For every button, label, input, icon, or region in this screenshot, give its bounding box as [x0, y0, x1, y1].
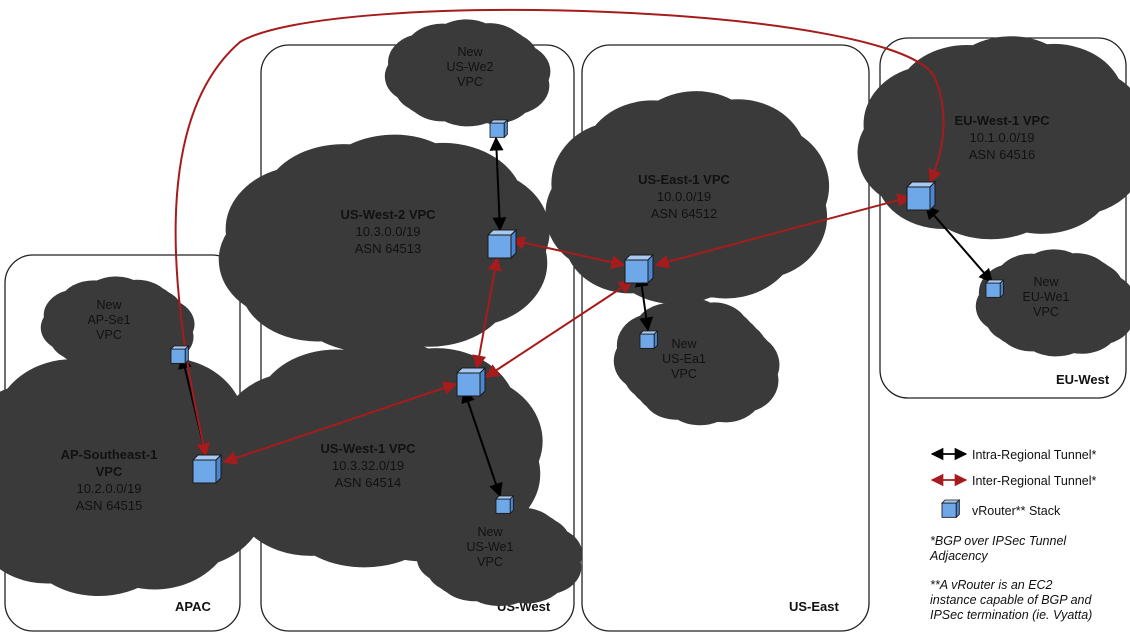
vrouter-icon	[905, 180, 937, 212]
legend-vrouter-icon	[940, 498, 961, 519]
cloud-eu-west-1: EU-West-1 VPC 10.1.0.0/19 ASN 64516	[907, 77, 1098, 198]
vpc-title-us-west-1: US-West-1 VPC	[320, 441, 416, 456]
legend-inter-label: Inter-Regional Tunnel*	[972, 474, 1097, 488]
new-vpc-l1-us-ea1: New	[671, 337, 697, 351]
cloud-new-eu-we1: New EU-We1 VPC	[1001, 269, 1111, 336]
legend-vrouter-label: vRouter** Stack	[972, 504, 1061, 518]
vrouter-cubes	[169, 118, 1005, 515]
legend-note1-line1: *BGP over IPSec Tunnel	[930, 534, 1067, 548]
cloud-new-us-we1: New US-We1 VPC	[443, 523, 557, 587]
vrouter-icon	[623, 253, 655, 285]
new-vpc-l3-us-ea1: VPC	[671, 367, 697, 381]
legend-note1-line2: Adjacency	[929, 549, 988, 563]
vrouter-icon	[455, 366, 487, 398]
region-label-us-east: US-East	[789, 599, 840, 614]
vrouter-icon	[488, 118, 509, 139]
vpc-title-eu-west-1: EU-West-1 VPC	[954, 113, 1050, 128]
new-vpc-l2-ap-se1: AP-Se1	[87, 313, 130, 327]
vrouter-icon	[494, 494, 515, 515]
vrouter-icon	[984, 278, 1005, 299]
region-label-eu-west: EU-West	[1056, 372, 1110, 387]
vpc-title-ap-southeast-1: AP-Southeast-1	[61, 447, 158, 462]
new-vpc-l3-ap-se1: VPC	[96, 328, 122, 342]
new-vpc-l2-us-ea1: US-Ea1	[662, 352, 706, 366]
cloud-us-west-2: US-West-2 VPC 10.3.0.0/19 ASN 64513	[275, 179, 494, 309]
vpc-title-us-east-1: US-East-1 VPC	[638, 172, 730, 187]
vrouter-icon	[191, 453, 223, 485]
new-vpc-l3-eu-we1: VPC	[1033, 305, 1059, 319]
vpc-asn-us-east-1: ASN 64512	[651, 206, 718, 221]
vpc-asn-us-west-1: ASN 64514	[335, 475, 402, 490]
legend-note2-line3: IPSec termination (ie. Vyatta)	[930, 608, 1092, 622]
new-vpc-l2-us-we1: US-We1	[466, 540, 513, 554]
vpc-cidr-ap-southeast-1: 10.2.0.0/19	[76, 481, 141, 496]
vpc-asn-ap-southeast-1: ASN 64515	[76, 498, 143, 513]
new-vpc-l3-us-we2: VPC	[457, 75, 483, 89]
new-vpc-l1-us-we2: New	[457, 45, 483, 59]
cloud-new-us-we2: New US-We2 VPC	[411, 39, 525, 106]
vpc-asn-us-west-2: ASN 64513	[355, 241, 422, 256]
cloud-us-east-1: US-East-1 VPC 10.0.0/19 ASN 64512	[594, 134, 782, 261]
legend-note2-line1: **A vRouter is an EC2	[930, 578, 1053, 592]
region-label-apac: APAC	[175, 599, 211, 614]
legend: Intra-Regional Tunnel* Inter-Regional Tu…	[929, 447, 1097, 622]
vpc-title2-ap-southeast-1: VPC	[96, 464, 123, 479]
vpc-cidr-us-east-1: 10.0.0/19	[657, 189, 711, 204]
inter-tunnel-ap-euw1	[174, 9, 945, 458]
vpc-cidr-us-west-1: 10.3.32.0/19	[332, 458, 404, 473]
vpc-cidr-eu-west-1: 10.1.0.0/19	[969, 130, 1034, 145]
new-vpc-l2-eu-we1: EU-We1	[1022, 290, 1069, 304]
vpc-title-us-west-2: US-West-2 VPC	[340, 207, 436, 222]
cloud-ap-southeast-1: AP-Southeast-1 VPC 10.2.0.0/19 ASN 64515	[6, 398, 217, 546]
cloud-us-west-1: US-West-1 VPC 10.3.32.0/19 ASN 64514	[268, 386, 487, 522]
legend-intra-label: Intra-Regional Tunnel*	[972, 448, 1097, 462]
vrouter-icon	[486, 228, 518, 260]
new-vpc-l1-us-we1: New	[477, 525, 503, 539]
inter-regional-tunnels	[174, 9, 945, 465]
cloud-new-ap-se1: New AP-Se1 VPC	[65, 294, 171, 355]
new-vpc-l3-us-we1: VPC	[477, 555, 503, 569]
new-vpc-l1-ap-se1: New	[96, 298, 122, 312]
vrouter-icon	[638, 329, 659, 350]
legend-note2-line2: instance capable of BGP and	[930, 593, 1092, 607]
new-vpc-l2-us-we2: US-We2	[446, 60, 493, 74]
vpc-asn-eu-west-1: ASN 64516	[969, 147, 1036, 162]
vpc-cidr-us-west-2: 10.3.0.0/19	[355, 224, 420, 239]
new-vpc-l1-eu-we1: New	[1033, 275, 1059, 289]
vrouter-icon	[169, 344, 190, 365]
